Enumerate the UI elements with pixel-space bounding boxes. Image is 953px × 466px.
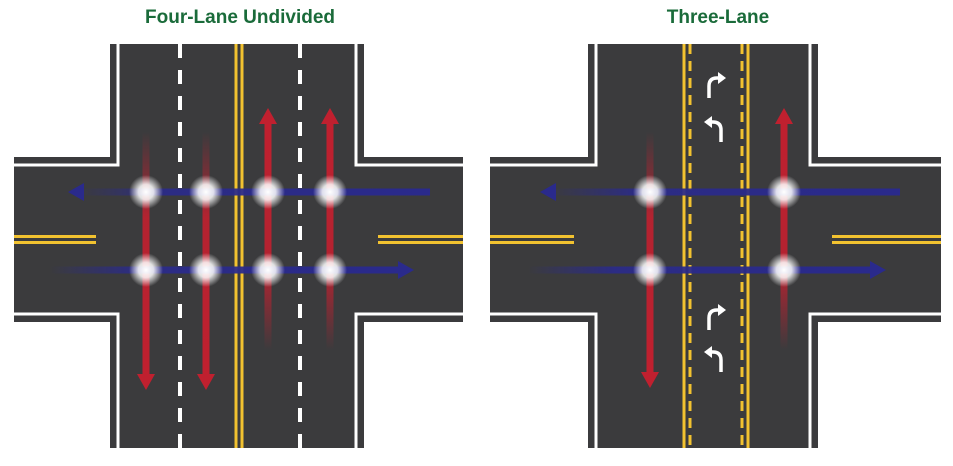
panel-title-four-lane: Four-Lane Undivided — [145, 7, 335, 28]
through-traffic-arrow — [326, 122, 334, 350]
crossing-arrow-head — [540, 183, 556, 201]
three-lane-intersection — [490, 44, 941, 448]
crossing-arrow-head — [398, 261, 414, 279]
edge-line — [490, 312, 598, 448]
turn-arrow-head — [704, 346, 712, 358]
edge-line — [354, 44, 463, 167]
edge-line — [490, 44, 598, 167]
conflict-point — [767, 175, 801, 209]
turn-arrow-head — [718, 72, 726, 84]
conflict-point — [251, 253, 285, 287]
through-traffic-arrow — [780, 122, 788, 350]
turn-arrow-stem — [710, 350, 723, 372]
conflict-point — [189, 253, 223, 287]
conflict-point — [129, 253, 163, 287]
four-lane-intersection — [14, 44, 463, 448]
edge-line — [14, 44, 120, 167]
crossing-arrow-head — [68, 183, 84, 201]
crossing-traffic-arrow — [550, 188, 900, 196]
conflict-point — [633, 175, 667, 209]
conflict-point — [129, 175, 163, 209]
turn-arrow-head — [718, 304, 726, 316]
conflict-point — [313, 253, 347, 287]
conflict-point — [313, 175, 347, 209]
edge-line — [808, 312, 941, 448]
through-arrow-head — [137, 374, 155, 390]
left-turn-arrow-icon — [707, 72, 726, 98]
conflict-point — [189, 175, 223, 209]
through-arrow-head — [259, 108, 277, 124]
through-arrow-head — [641, 372, 659, 388]
left-turn-arrow-icon — [704, 116, 723, 142]
crossing-traffic-arrow — [528, 266, 876, 274]
conflict-point — [633, 253, 667, 287]
conflict-point — [251, 175, 285, 209]
left-turn-arrow-icon — [707, 304, 726, 330]
panel-title-three-lane: Three-Lane — [666, 7, 770, 28]
through-arrow-head — [775, 108, 793, 124]
crossing-traffic-arrow — [50, 266, 404, 274]
turn-arrow-head — [704, 116, 712, 128]
conflict-point — [767, 253, 801, 287]
edge-line — [808, 44, 941, 167]
left-turn-arrow-icon — [704, 346, 723, 372]
road-surface — [14, 44, 463, 448]
through-traffic-arrow — [264, 122, 272, 350]
crossing-arrow-head — [870, 261, 886, 279]
through-arrow-head — [321, 108, 339, 124]
edge-line — [354, 312, 463, 448]
road-surface — [490, 44, 941, 448]
through-arrow-head — [197, 374, 215, 390]
edge-line — [14, 312, 120, 448]
turn-arrow-stem — [707, 308, 720, 330]
turn-arrow-stem — [710, 120, 723, 142]
turn-arrow-stem — [707, 76, 720, 98]
